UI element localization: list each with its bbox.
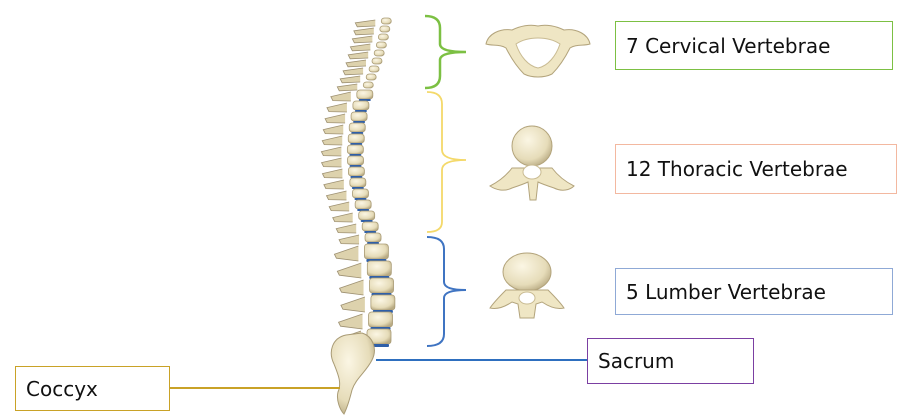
vertebra-body (348, 167, 364, 176)
lumbar-bracket (427, 237, 466, 346)
vertebra-body (367, 261, 391, 276)
vertebra-body (353, 101, 369, 110)
coccyx-label: Coccyx (15, 366, 170, 411)
vertebra-process (340, 280, 364, 295)
vertebra-body (380, 26, 390, 32)
vertebra-body (364, 244, 388, 259)
vertebra-body (374, 50, 384, 56)
vertebra-process (340, 76, 360, 83)
vertebra-process (346, 60, 366, 67)
vertebra-body (369, 312, 393, 327)
vertebra-body (363, 82, 373, 88)
vertebra-body (355, 200, 371, 209)
vertebra-body (369, 66, 379, 72)
vertebra-body (372, 58, 382, 64)
vertebra-body (348, 134, 364, 143)
vertebra-process (336, 224, 356, 233)
vertebra-body (348, 156, 364, 165)
vertebra-process (323, 125, 343, 134)
vertebra-body (347, 145, 363, 154)
vertebra-process (327, 103, 347, 112)
thoracic-label: 12 Thoracic Vertebrae (615, 144, 897, 194)
vertebra-process (355, 20, 375, 27)
vertebra-process (326, 191, 346, 200)
vertebra-process (337, 263, 361, 278)
vertebra-body (365, 233, 381, 242)
vertebra-process (333, 213, 353, 222)
vertebra-process (337, 84, 357, 91)
thoracic-vertebra-image (490, 126, 574, 200)
vertebra-body (351, 112, 367, 121)
vertebra-process (325, 114, 345, 123)
cervical-bracket (425, 16, 466, 88)
vertebra-process (321, 147, 341, 156)
cervical-label: 7 Cervical Vertebrae (615, 21, 893, 70)
vertebra-process (322, 136, 342, 145)
vertebra-body (376, 42, 386, 48)
vertebra-process (331, 92, 351, 101)
sacrum-label: Sacrum (587, 338, 754, 384)
lumbar-vertebra-image (490, 253, 564, 318)
spinal-column-illustration (321, 18, 395, 347)
vertebra-process (350, 44, 370, 51)
sacrum-shape (331, 333, 374, 414)
vertebra-process (334, 246, 358, 261)
vertebra-process (324, 180, 344, 189)
vertebra-process (339, 314, 363, 329)
vertebra-body (362, 222, 378, 231)
vertebra-process (341, 297, 365, 312)
vertebra-body (352, 189, 368, 198)
vertebra-process (348, 52, 368, 59)
vertebra-process (343, 68, 363, 75)
thoracic-bracket (427, 92, 466, 232)
vertebra-body (378, 34, 388, 40)
vertebra-body (357, 90, 373, 99)
vertebra-body (359, 211, 375, 220)
cervical-vertebra-image (486, 25, 590, 77)
lumbar-label: 5 Lumber Vertebrae (615, 268, 893, 315)
vertebra-process (322, 158, 342, 167)
vertebra-process (322, 169, 342, 178)
vertebra-process (329, 202, 349, 211)
vertebra-body (350, 178, 366, 187)
vertebra-body (381, 18, 391, 24)
vertebra-body (370, 278, 394, 293)
vertebra-process (352, 36, 372, 43)
vertebra-body (349, 123, 365, 132)
vertebra-body (371, 295, 395, 310)
vertebra-body (366, 74, 376, 80)
vertebra-process (339, 235, 359, 244)
vertebra-process (354, 28, 374, 35)
